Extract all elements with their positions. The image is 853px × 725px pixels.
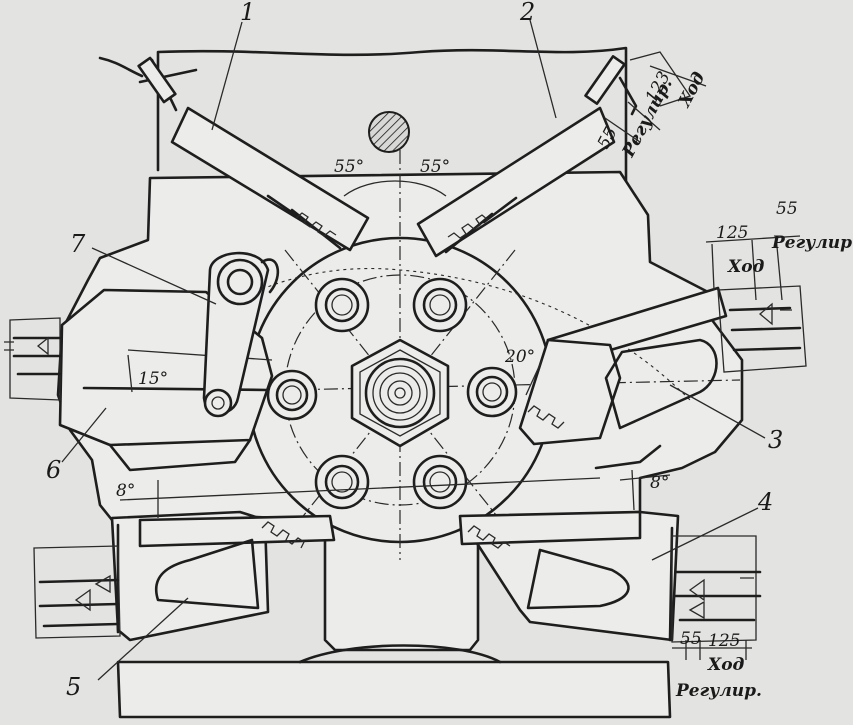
angle-lower-right: 8° (650, 473, 669, 493)
dim-right-adjust: 55 (776, 199, 798, 219)
turret (59, 150, 741, 560)
leader-lines (61, 19, 766, 681)
spindle-bolts (266, 277, 518, 510)
callout-6: 6 (46, 456, 61, 484)
angle-top-right: 55° (420, 157, 450, 177)
slide-4 (458, 510, 680, 642)
angle-right-slide: 20° (504, 347, 535, 367)
callout-1: 1 (240, 0, 255, 26)
slide-3 (518, 286, 728, 470)
slide-1 (98, 56, 370, 252)
dim-top-right-stroke-label: Ход (674, 69, 709, 112)
dim-bottom-stroke: 125 (708, 631, 740, 651)
angle-lower-left: 8° (116, 481, 135, 501)
lever-7 (202, 251, 280, 418)
callout-4: 4 (757, 488, 773, 516)
dim-right-stroke-label: Ход (727, 257, 765, 277)
callout-3: 3 (768, 426, 783, 454)
dimension-lines (119, 65, 801, 660)
dim-bottom-adjust: 55 (680, 629, 702, 649)
base-plate (116, 660, 672, 719)
tool-holders (4, 285, 807, 643)
dim-bottom-adjust-label: Регулир. (675, 681, 762, 701)
slide-2 (416, 51, 692, 258)
angle-labels: 55° 55° 20° 15° 8° 8° (116, 157, 669, 501)
callout-labels: 1 2 3 4 5 6 7 (46, 0, 783, 701)
top-shaft-section (368, 111, 410, 153)
callout-2: 2 (519, 0, 535, 26)
callout-7: 7 (70, 230, 86, 258)
angle-top-left: 55° (334, 157, 364, 177)
splined-hub (350, 338, 450, 448)
dim-right-stroke: 125 (716, 223, 748, 243)
callout-5: 5 (66, 673, 81, 701)
dim-bottom-stroke-label: Ход (707, 655, 745, 675)
slide-5 (110, 510, 336, 642)
dim-right-adjust-label: Регулир (771, 233, 852, 253)
angle-left-slide: 15° (138, 369, 168, 389)
base-arc (298, 644, 502, 664)
